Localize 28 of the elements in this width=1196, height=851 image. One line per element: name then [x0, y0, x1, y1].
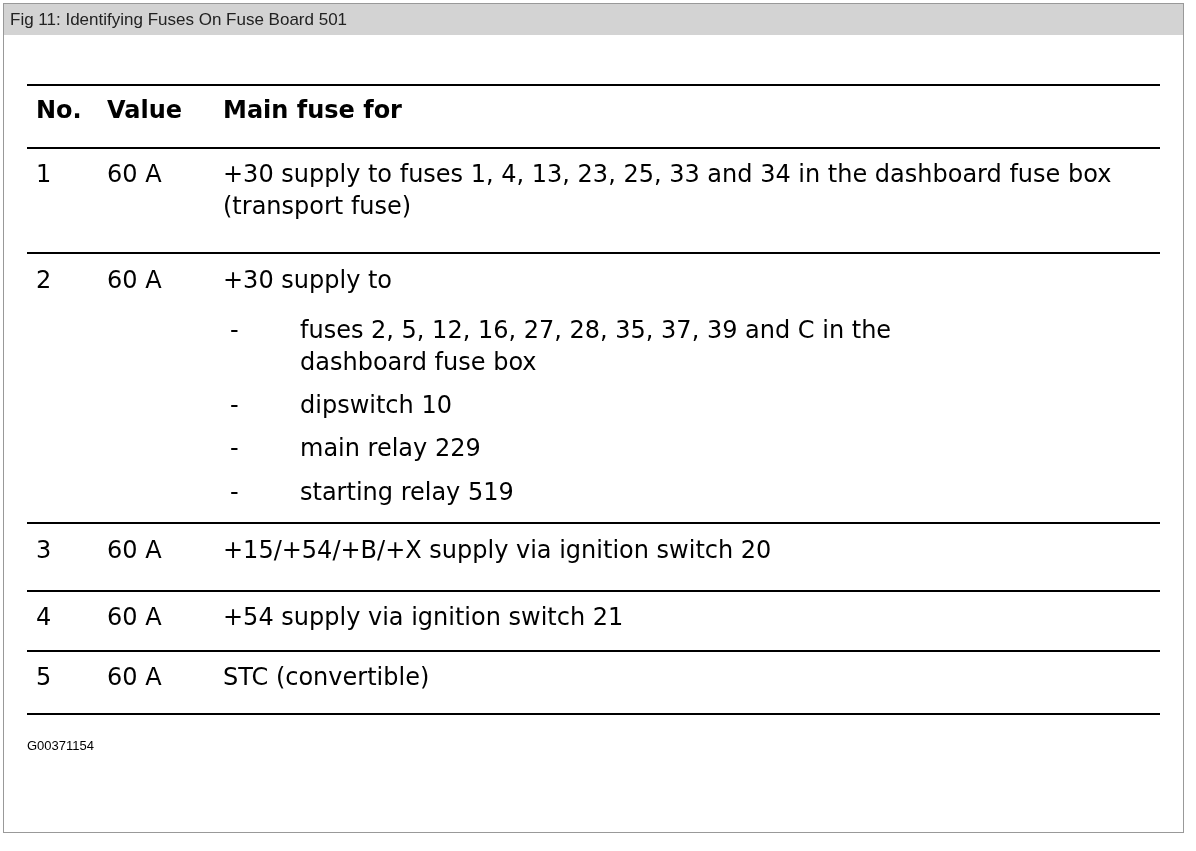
list-dash: -	[230, 477, 240, 508]
list-item: main relay 229	[300, 433, 482, 464]
fuse-description: +15/+54/+B/+X supply via ignition switch 20	[223, 535, 773, 566]
fuse-description: STC (convertible)	[223, 662, 431, 693]
list-dash: -	[230, 315, 240, 346]
fuse-description: +30 supply to	[223, 265, 394, 296]
list-dash: -	[230, 433, 240, 464]
list-dash: -	[230, 390, 240, 421]
row-number: 1	[36, 159, 53, 190]
fuse-description: +54 supply via ignition switch 21	[223, 602, 625, 633]
list-item: fuses 2, 5, 12, 16, 27, 28, 35, 37, 39 and C in the dashboard fuse box	[300, 315, 893, 378]
fuse-rating: 60 A	[107, 535, 163, 566]
list-item: dipswitch 10	[300, 390, 453, 421]
figure-code: G00371154	[27, 738, 94, 753]
fuse-description: +30 supply to fuses 1, 4, 13, 23, 25, 33 and 34 in the dashboard fuse box (transport fuse)	[223, 159, 1113, 222]
title-bar: Fig 11: Identifying Fuses On Fuse Board 501	[4, 4, 1183, 35]
fuse-rating: 60 A	[107, 602, 163, 633]
column-header: Value	[107, 95, 184, 126]
column-header: Main fuse for	[223, 95, 403, 126]
fuse-rating: 60 A	[107, 159, 163, 190]
row-number: 4	[36, 602, 53, 633]
list-item: starting relay 519	[300, 477, 515, 508]
fuse-rating: 60 A	[107, 662, 163, 693]
column-header: No.	[36, 95, 83, 126]
row-number: 3	[36, 535, 53, 566]
row-number: 5	[36, 662, 53, 693]
fuse-rating: 60 A	[107, 265, 163, 296]
row-number: 2	[36, 265, 53, 296]
